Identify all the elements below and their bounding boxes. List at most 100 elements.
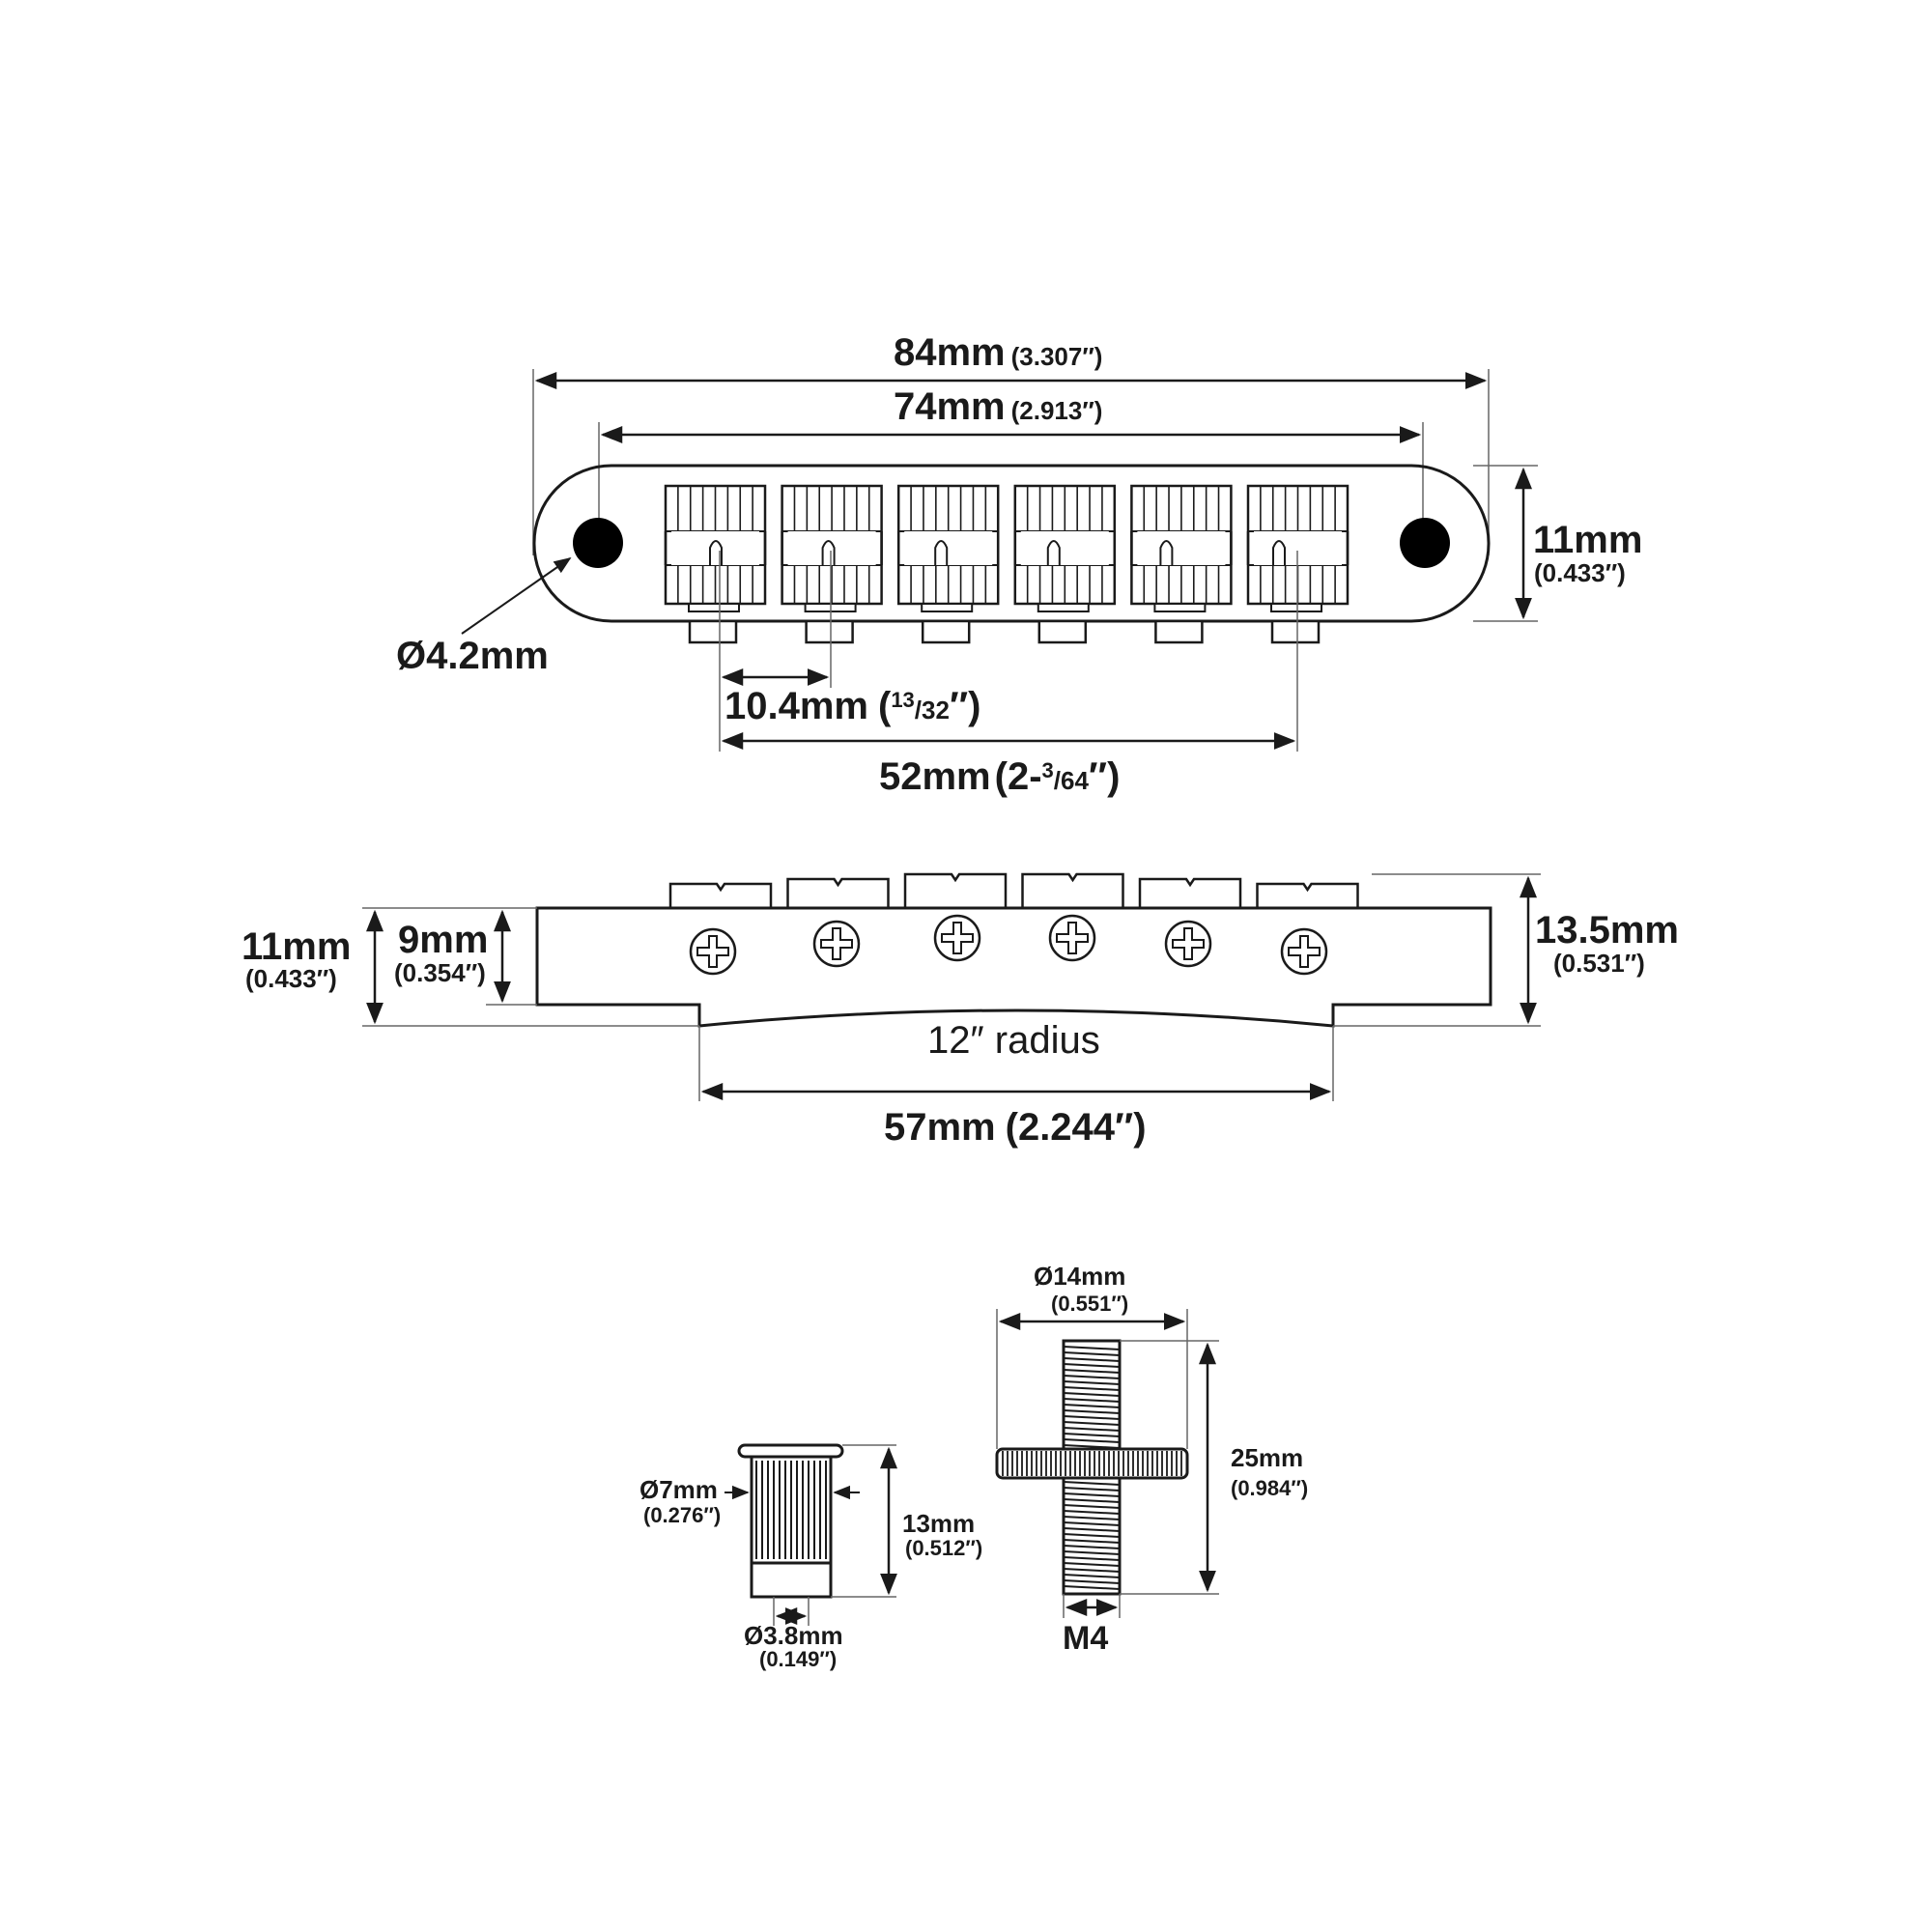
thread-line (1063, 1369, 1121, 1374)
saddle-notch (821, 540, 836, 565)
hole-diameter-label: Ø4.2mm (396, 635, 549, 677)
stud-length-mm-label: 25mm (1231, 1443, 1303, 1472)
thread-line (1063, 1363, 1121, 1368)
thread-line (1063, 1539, 1121, 1544)
thread-line (1063, 1404, 1121, 1408)
thread-line (1063, 1380, 1121, 1385)
anchor-height-in-label: (0.512″) (905, 1536, 982, 1560)
thread-line (1063, 1527, 1121, 1532)
anchor-knurl (755, 1461, 827, 1559)
anchor-diameter-in-label: (0.276″) (643, 1503, 721, 1527)
side-saddle-row (668, 872, 1359, 910)
thread-line (1063, 1433, 1121, 1437)
anchor-part: Ø7mm (0.276″) 13mm (0.512″) Ø3.8mm (0.14… (639, 1443, 982, 1671)
screw-4 (1048, 914, 1096, 962)
screw-cross (1172, 927, 1205, 960)
screw-cross (941, 922, 974, 954)
stud-wheel (995, 1447, 1189, 1480)
thread-line (1063, 1492, 1121, 1497)
saddle-notch (1046, 540, 1061, 565)
screw-2 (812, 920, 861, 968)
saddle-lip (1270, 603, 1322, 612)
screw-cross (820, 927, 853, 960)
mounting-hole-left (573, 518, 623, 568)
saddle-lip (1153, 603, 1207, 612)
anchor-inner-diameter-in-label: (0.149″) (759, 1647, 837, 1671)
overall-length-label: 84mm(3.307″) (894, 331, 1102, 374)
saddle-screw-head (688, 619, 738, 644)
saddle-4 (1013, 484, 1117, 644)
stud-spacing-label: 74mm(2.913″) (894, 385, 1102, 428)
thread-line (1063, 1568, 1121, 1573)
top-view: 84mm(3.307″) 74mm(2.913″) 11mm (0.433″) … (396, 331, 1642, 798)
saddle-lip (688, 603, 740, 612)
bridge-side-body (535, 906, 1492, 1028)
thread-line (1063, 1498, 1121, 1503)
thread-line (1063, 1533, 1121, 1538)
saddle-5 (1130, 484, 1233, 644)
saddle-screw-row (689, 914, 1328, 976)
stud-length-in-label: (0.984″) (1231, 1476, 1308, 1500)
saddle-screw-head (1154, 619, 1204, 644)
stud-threads (1063, 1346, 1121, 1590)
saddle-screw-head (1270, 619, 1321, 644)
thread-line (1063, 1550, 1121, 1555)
thread-line (1063, 1421, 1121, 1426)
height-body-in-label: (0.354″) (394, 958, 486, 987)
thread-line (1063, 1556, 1121, 1561)
saddle-spacing-label: 10.4mm(13/32″) (724, 685, 980, 727)
width-in-label: (0.433″) (1534, 558, 1626, 587)
screw-3 (933, 914, 981, 962)
height-total-in-label: (0.433″) (245, 964, 337, 993)
side-saddle-5 (1138, 877, 1242, 910)
saddle-mid (1137, 531, 1226, 565)
thread-line (1063, 1351, 1121, 1356)
height-with-saddles-in-label: (0.531″) (1553, 949, 1645, 978)
thread-line (1063, 1386, 1121, 1391)
stud-wheel-diameter-mm-label: Ø14mm (1034, 1262, 1125, 1291)
saddle-2 (781, 484, 883, 644)
thread-line (1063, 1357, 1121, 1362)
thread-line (1063, 1427, 1121, 1432)
thread-line (1063, 1409, 1121, 1414)
thread-line (1063, 1562, 1121, 1567)
thread-line (1063, 1510, 1121, 1515)
saddle-mid (1020, 531, 1109, 565)
thread-line (1063, 1392, 1121, 1397)
thread-line (1063, 1579, 1121, 1584)
radius-label: 12″ radius (927, 1019, 1100, 1062)
thread-line (1063, 1545, 1121, 1549)
stud-thread-label: M4 (1063, 1620, 1108, 1657)
screw-cross (1288, 935, 1321, 968)
screw-6 (1280, 927, 1328, 976)
saddle-screw-head (1037, 619, 1088, 644)
saddle-notch (1272, 540, 1286, 565)
base-length-label: 57mm(2.244″) (884, 1106, 1147, 1149)
anchor-height-mm-label: 13mm (902, 1509, 975, 1538)
saddle-notch (934, 540, 949, 565)
thread-line (1063, 1481, 1121, 1486)
anchor-diameter-mm-label: Ø7mm (639, 1475, 718, 1504)
thread-line (1063, 1521, 1121, 1526)
anchor-flange (737, 1443, 844, 1459)
screw-5 (1164, 920, 1212, 968)
saddle-notch (1159, 540, 1174, 565)
thread-line (1063, 1415, 1121, 1420)
saddle-6 (1246, 484, 1350, 644)
anchor-inner-diameter-mm-label: Ø3.8mm (744, 1621, 843, 1650)
saddle-screw-head (921, 619, 971, 644)
stud-wheel-knurl (1002, 1451, 1182, 1476)
saddle-row (664, 484, 1350, 644)
side-saddle-4 (1021, 872, 1124, 910)
thread-line (1063, 1375, 1121, 1379)
stud-wheel-diameter-in-label: (0.551″) (1051, 1292, 1128, 1316)
saddle-1 (664, 484, 767, 644)
saddle-mid (904, 531, 993, 565)
saddle-3 (896, 484, 1000, 644)
screw-1 (689, 927, 737, 976)
side-saddle-1 (668, 882, 773, 910)
screw-cross (1056, 922, 1089, 954)
saddle-screw-head (805, 619, 854, 644)
